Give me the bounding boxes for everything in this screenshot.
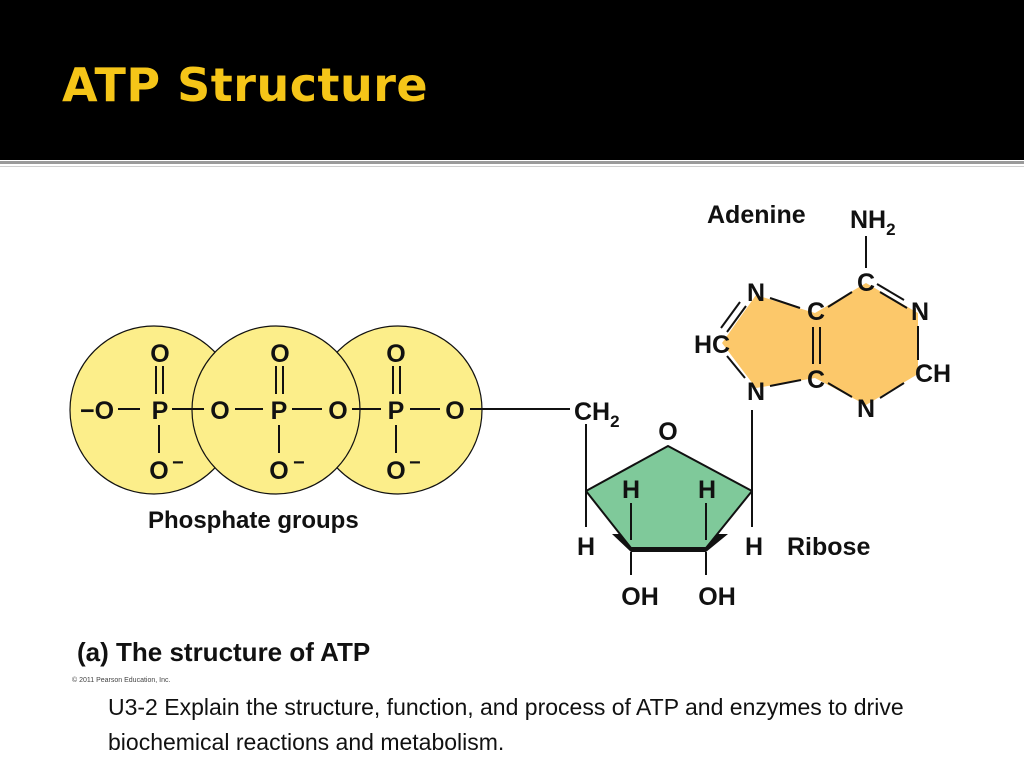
title-bar xyxy=(0,0,1024,160)
ribose-h-inner-left: H xyxy=(622,476,640,504)
bridge-oxygen-3: O xyxy=(445,397,464,425)
ribose-ch2-label: CH2 xyxy=(574,398,620,431)
adenine-hc-left: HC xyxy=(694,331,730,359)
phosphate-bonds xyxy=(118,366,570,453)
ribose-h-outer-right: H xyxy=(745,533,763,561)
minus-sign-2: − xyxy=(293,452,305,474)
phosphorus-3: P xyxy=(388,397,405,425)
double-bond-oxygen-2: O xyxy=(270,340,289,368)
adenine-n-top-left: N xyxy=(747,279,765,307)
adenine-five-ring xyxy=(722,295,815,388)
adenine-six-ring xyxy=(815,283,918,405)
phosphate-charges: − − − xyxy=(172,452,421,474)
ribose: CH2 O H H H H OH OH Ribose xyxy=(574,398,870,611)
adenine-c-middle-lower: C xyxy=(807,366,825,394)
ribose-oh-left: OH xyxy=(621,583,659,611)
ribose-oh-right: OH xyxy=(698,583,736,611)
ribose-bonds xyxy=(585,410,753,575)
adenine-label: Adenine xyxy=(707,201,806,229)
charged-oxygen-2: O xyxy=(269,457,288,485)
ribose-ring xyxy=(585,445,753,549)
title-divider xyxy=(0,161,1024,164)
end-oxygen-label: −O xyxy=(80,397,114,425)
ribose-h-outer-left: H xyxy=(577,533,595,561)
ribose-label: Ribose xyxy=(787,533,870,561)
phosphate-atoms: −O P O P O P O O O O O O O xyxy=(80,340,465,485)
adenine-ch-right: CH xyxy=(915,360,951,388)
double-bond-oxygen-3: O xyxy=(386,340,405,368)
slide-title: ATP Structure xyxy=(62,58,429,112)
double-bond-oxygen-1: O xyxy=(150,340,169,368)
phosphate-groups-label: Phosphate groups xyxy=(148,507,359,534)
phosphate-groups: −O P O P O P O O O O O O O − − − Phospha… xyxy=(69,325,570,534)
adenine-n-right: N xyxy=(911,298,929,326)
adenine-nh2-label: NH2 xyxy=(850,206,896,239)
adenine: Adenine NH2 C N CH N C C N HC N xyxy=(694,201,951,423)
adenine-c-middle-upper: C xyxy=(807,298,825,326)
ribose-atoms: O H H H H OH OH xyxy=(577,418,763,611)
adenine-atoms: C N CH N C C N HC N xyxy=(694,269,951,423)
figure-caption: (a) The structure of ATP xyxy=(77,637,371,667)
atp-structure-diagram: −O P O P O P O O O O O O O − − − Phospha… xyxy=(69,201,951,611)
adenine-n-bottom: N xyxy=(857,395,875,423)
minus-sign-3: − xyxy=(409,452,421,474)
adenine-bonds xyxy=(720,236,919,399)
bridge-oxygen-1: O xyxy=(210,397,229,425)
phosphorus-1: P xyxy=(152,397,169,425)
ribose-ring-oxygen: O xyxy=(658,418,677,446)
bridge-oxygen-2: O xyxy=(328,397,347,425)
charged-oxygen-3: O xyxy=(386,457,405,485)
phosphorus-2: P xyxy=(271,397,288,425)
ribose-h-inner-right: H xyxy=(698,476,716,504)
minus-sign-1: − xyxy=(172,452,184,474)
title-divider-thin xyxy=(0,166,1024,167)
adenine-c-top: C xyxy=(857,269,875,297)
charged-oxygen-1: O xyxy=(149,457,168,485)
adenine-n-glycosidic: N xyxy=(747,378,765,406)
learning-objective: U3-2 Explain the structure, function, an… xyxy=(108,694,904,755)
copyright-notice: © 2011 Pearson Education, Inc. xyxy=(72,677,171,684)
